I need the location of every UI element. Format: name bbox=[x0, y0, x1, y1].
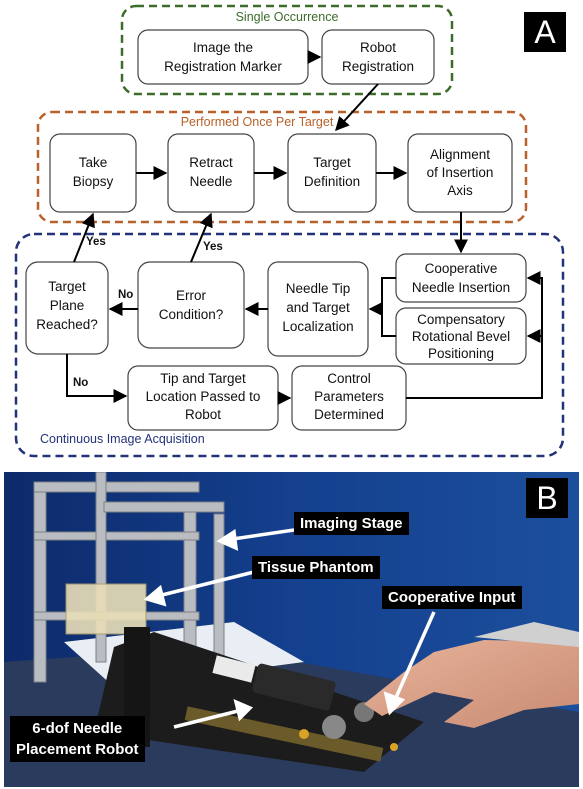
svg-text:Target: Target bbox=[313, 155, 351, 170]
group-single-occurrence-label: Single Occurrence bbox=[236, 10, 339, 24]
node-image-registration-marker: Image the Registration Marker bbox=[137, 29, 309, 85]
edge-label-yes-biopsy: Yes bbox=[86, 236, 106, 248]
group-per-target bbox=[36, 110, 528, 224]
svg-text:Registration: Registration bbox=[342, 59, 414, 74]
label-robot-line2: Placement Robot bbox=[16, 741, 139, 758]
svg-text:Image the: Image the bbox=[193, 40, 253, 55]
svg-text:Tip and Target: Tip and Target bbox=[160, 371, 246, 386]
label-tissue-phantom: Tissue Phantom bbox=[252, 556, 380, 579]
node-robot-registration: Robot Registration bbox=[321, 29, 435, 85]
svg-text:Determined: Determined bbox=[314, 407, 384, 422]
callout-arrows bbox=[143, 528, 436, 729]
svg-text:Definition: Definition bbox=[304, 174, 360, 189]
flow-diagram: Single Occurrence Performed Once Per Tar… bbox=[14, 4, 566, 458]
svg-text:Parameters: Parameters bbox=[314, 389, 384, 404]
arrow-control-to-loop bbox=[406, 329, 543, 399]
svg-text:Positioning: Positioning bbox=[428, 346, 494, 361]
svg-text:Robot: Robot bbox=[185, 407, 221, 422]
svg-text:Needle Insertion: Needle Insertion bbox=[412, 280, 510, 295]
label-robot-line1: 6-dof Needle bbox=[32, 720, 123, 737]
svg-text:Biopsy: Biopsy bbox=[73, 174, 114, 189]
node-error-condition: Error Condition? bbox=[137, 261, 245, 349]
node-tip-target-location: Tip and Target Location Passed to Robot bbox=[127, 365, 279, 431]
node-alignment-insertion-axis: Alignment of Insertion Axis bbox=[407, 133, 513, 213]
svg-text:Robot: Robot bbox=[360, 40, 396, 55]
svg-text:Compensatory: Compensatory bbox=[417, 312, 505, 327]
svg-text:Needle Tip: Needle Tip bbox=[286, 281, 351, 296]
svg-text:Needle: Needle bbox=[190, 174, 233, 189]
node-retract-needle: Retract Needle bbox=[167, 133, 255, 213]
svg-text:and Target: and Target bbox=[286, 300, 350, 315]
edge-label-no-target-plane: No bbox=[73, 377, 88, 389]
node-target-plane-reached: Target Plane Reached? bbox=[25, 261, 109, 355]
svg-text:Control: Control bbox=[327, 371, 371, 386]
svg-text:Cooperative: Cooperative bbox=[425, 261, 498, 276]
arrow-target-plane-yes-to-biopsy bbox=[73, 212, 95, 263]
arrow-error-yes-to-retract bbox=[190, 212, 213, 263]
svg-text:Plane: Plane bbox=[50, 298, 85, 313]
svg-text:Target: Target bbox=[48, 279, 86, 294]
edge-label-yes-retract: Yes bbox=[203, 241, 223, 253]
label-cooperative-input: Cooperative Input bbox=[382, 586, 522, 609]
node-needle-tip-localization: Needle Tip and Target Localization bbox=[267, 261, 369, 357]
label-imaging-stage: Imaging Stage bbox=[294, 512, 409, 535]
svg-text:Take: Take bbox=[79, 155, 108, 170]
svg-text:Condition?: Condition? bbox=[159, 307, 224, 322]
svg-text:Retract: Retract bbox=[189, 155, 233, 170]
arrow-to-localization bbox=[381, 277, 396, 337]
robot-photo: Imaging Stage Tissue Phantom Cooperative… bbox=[4, 472, 579, 787]
svg-text:Registration Marker: Registration Marker bbox=[164, 59, 282, 74]
svg-text:Alignment: Alignment bbox=[430, 147, 490, 162]
node-cooperative-needle-insertion: Cooperative Needle Insertion bbox=[395, 253, 527, 303]
svg-text:Error: Error bbox=[176, 288, 207, 303]
flow-diagram-svg: Single Occurrence Performed Once Per Tar… bbox=[14, 4, 565, 458]
svg-text:Rotational Bevel: Rotational Bevel bbox=[412, 329, 510, 344]
node-control-parameters: Control Parameters Determined bbox=[291, 365, 407, 431]
node-target-definition: Target Definition bbox=[287, 133, 377, 213]
group-continuous bbox=[14, 232, 565, 458]
group-per-target-label: Performed Once Per Target bbox=[181, 115, 334, 129]
panel-a-letter: A bbox=[524, 12, 566, 52]
svg-text:Reached?: Reached? bbox=[36, 317, 98, 332]
edge-label-no-error: No bbox=[118, 289, 133, 301]
label-robot: 6-dof Needle Placement Robot bbox=[10, 716, 145, 762]
group-single-occurrence bbox=[120, 4, 454, 96]
operator-hand bbox=[364, 622, 579, 728]
tissue-phantom-block bbox=[65, 583, 147, 635]
panel-b-letter: B bbox=[526, 478, 568, 518]
svg-text:Axis: Axis bbox=[447, 183, 473, 198]
svg-text:of Insertion: of Insertion bbox=[427, 165, 494, 180]
node-compensatory-bevel: Compensatory Rotational Bevel Positionin… bbox=[395, 307, 527, 365]
flow-arrows bbox=[66, 50, 543, 405]
group-continuous-label: Continuous Image Acquisition bbox=[40, 432, 205, 446]
arrow-target-plane-no-to-tip bbox=[66, 354, 128, 403]
arrow-loop-to-insertion bbox=[526, 271, 543, 336]
arrow-registration-to-definition bbox=[335, 83, 379, 132]
node-take-biopsy: Take Biopsy bbox=[49, 133, 137, 213]
svg-text:Location Passed to: Location Passed to bbox=[146, 389, 261, 404]
svg-text:Localization: Localization bbox=[282, 319, 353, 334]
